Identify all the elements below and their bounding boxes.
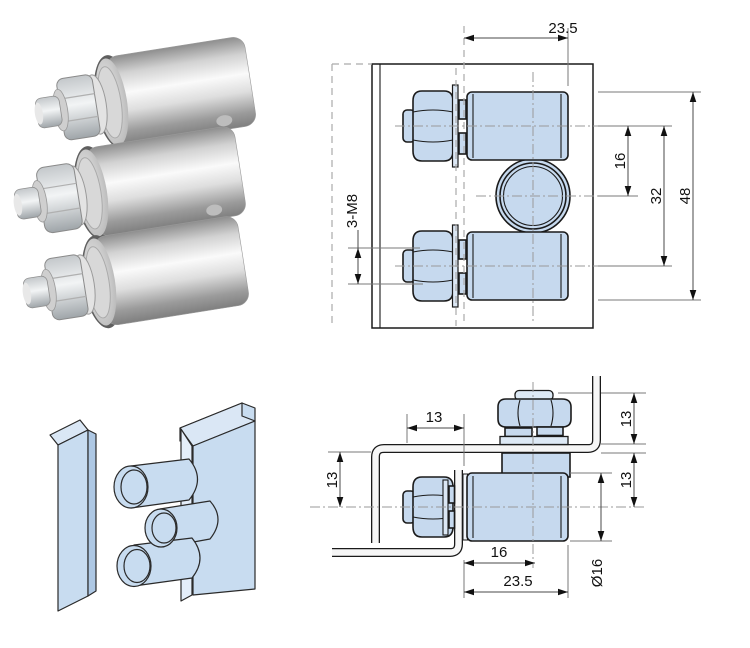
spring-washer	[458, 239, 467, 260]
iso-middle-roller-face	[144, 508, 178, 548]
dim-offset-top: 13	[407, 409, 464, 432]
product-photo	[13, 37, 256, 329]
isometric-view	[49, 402, 256, 612]
dim-text: 23.5	[503, 573, 532, 590]
top-bolt-plan	[497, 389, 572, 446]
dim-text: 16	[491, 544, 508, 561]
dim-front-32: 32	[648, 126, 668, 266]
dim-text: 13	[618, 472, 635, 489]
thread-label: 3-M8	[344, 194, 361, 228]
dim-overall-depth: 23.5	[464, 573, 568, 596]
spring-washer	[448, 485, 456, 504]
washer	[499, 435, 569, 446]
dim-text: 32	[648, 188, 665, 205]
side-view-drawing: 13 13 13 13 Ø16	[310, 376, 646, 598]
bracket-lower	[332, 470, 463, 557]
spring-washer	[458, 99, 467, 120]
side-bolt-assembly	[402, 476, 456, 538]
photo-roller-bottom	[22, 216, 249, 329]
dim-right-upper: 13	[618, 393, 638, 444]
dim-text: 13	[618, 411, 635, 428]
thread-callout: 3-M8	[344, 194, 362, 284]
dim-roller-length: 16	[464, 544, 535, 567]
photo-roller-top	[34, 37, 256, 149]
spring-washer	[504, 427, 533, 438]
dim-text: 23.5	[548, 20, 577, 37]
front-view-drawing: 23.5 16 32 48 3-M8	[331, 20, 701, 329]
hex-nut	[497, 398, 572, 428]
dim-text: 48	[677, 188, 694, 205]
dim-text: 16	[612, 153, 629, 170]
iso-bottom-roller	[116, 537, 201, 588]
photo-roller-middle	[13, 126, 246, 240]
dim-right-lower: 13	[618, 453, 638, 507]
dim-text: Ø16	[589, 559, 606, 587]
bracket-upper	[371, 376, 601, 543]
dim-left-offset: 13	[324, 452, 344, 507]
dim-front-48: 48	[677, 92, 697, 300]
iso-left-channel	[49, 419, 97, 612]
dim-text: 13	[324, 472, 341, 489]
dim-roller-diameter: Ø16	[589, 473, 606, 587]
iso-top-roller	[113, 458, 199, 509]
dim-text: 13	[426, 409, 443, 426]
dim-front-width: 23.5	[464, 20, 578, 42]
dim-front-16: 16	[612, 126, 632, 196]
